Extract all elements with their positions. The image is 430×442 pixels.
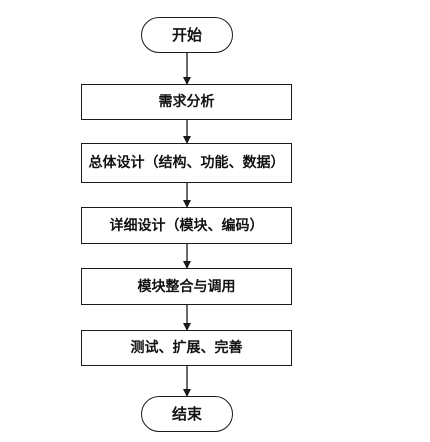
start-label: 开始 (171, 26, 202, 44)
step-requirements-analysis: 需求分析 (81, 84, 292, 120)
step-label: 需求分析 (158, 94, 215, 110)
step-label: 测试、扩展、完善 (130, 340, 243, 356)
end-terminal: 结束 (141, 396, 233, 432)
step-detailed-design: 详细设计（模块、编码） (81, 207, 292, 244)
end-label: 结束 (171, 405, 202, 423)
step-label: 总体设计（结构、功能、数据） (88, 155, 285, 171)
step-overall-design: 总体设计（结构、功能、数据） (81, 143, 292, 183)
step-label: 详细设计（模块、编码） (109, 217, 264, 234)
start-terminal: 开始 (141, 17, 233, 53)
step-module-integration: 模块整合与调用 (81, 268, 292, 305)
step-testing: 测试、扩展、完善 (81, 330, 292, 366)
step-label: 模块整合与调用 (137, 278, 236, 295)
